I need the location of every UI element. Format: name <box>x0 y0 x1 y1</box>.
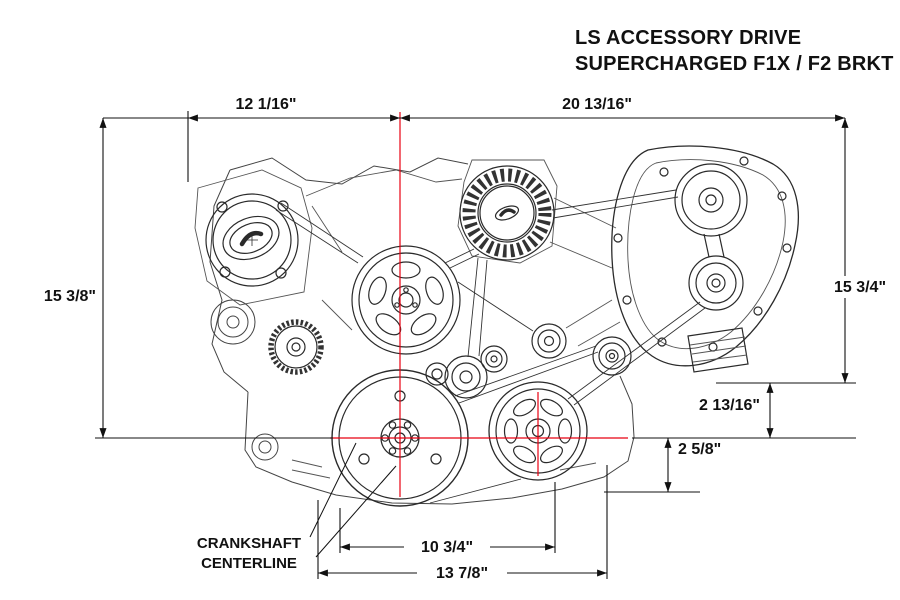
annotation-labels: 12 1/16" 20 13/16" 15 3/8" 15 3/4" 2 13/… <box>44 96 894 583</box>
supercharger-bracket-drawing <box>565 145 799 373</box>
drawing-title-line2: SUPERCHARGED F1X / F2 BRKT <box>575 53 894 75</box>
tensioner-pulley-drawing <box>688 255 744 311</box>
dim-label-idler-offset: 2 13/16" <box>699 397 760 414</box>
lower-right-pulley-drawing <box>488 381 588 481</box>
hidden-left-pulley-drawing <box>210 299 256 345</box>
dim-label-top-right: 20 13/16" <box>562 96 632 113</box>
dim-label-right-height: 15 3/4" <box>834 279 886 296</box>
left-bracket-plate <box>194 169 463 331</box>
crankshaft-label-line1: CRANKSHAFT <box>197 535 301 552</box>
dim-label-pulley-offset: 2 5/8" <box>678 441 721 458</box>
dim-label-bottom-outer: 13 7/8" <box>436 565 488 582</box>
crankshaft-label-line2: CENTERLINE <box>201 555 297 572</box>
crankshaft-leader-1 <box>309 442 357 538</box>
power-steering-pump-drawing <box>205 193 299 287</box>
supercharger-pulley-drawing <box>457 159 617 269</box>
alternator-pulley-drawing <box>351 245 461 355</box>
dim-label-bottom-inner: 10 3/4" <box>421 539 473 556</box>
centerlines <box>330 112 628 497</box>
right-idler-pulley-drawing <box>674 163 748 258</box>
engine-block-outline <box>209 157 635 505</box>
dim-label-left-height: 15 3/8" <box>44 288 96 305</box>
left-gear-drawing <box>268 319 324 375</box>
idler-pulleys-drawing <box>425 323 632 399</box>
dimension-lines <box>95 111 856 579</box>
dim-label-top-left: 12 1/16" <box>236 96 297 113</box>
title-block: LS ACCESSORY DRIVE SUPERCHARGED F1X / F2… <box>575 27 894 75</box>
crankshaft-leader-2 <box>315 465 397 558</box>
drawing-title-line1: LS ACCESSORY DRIVE <box>575 27 801 49</box>
belt-lines <box>275 189 706 504</box>
